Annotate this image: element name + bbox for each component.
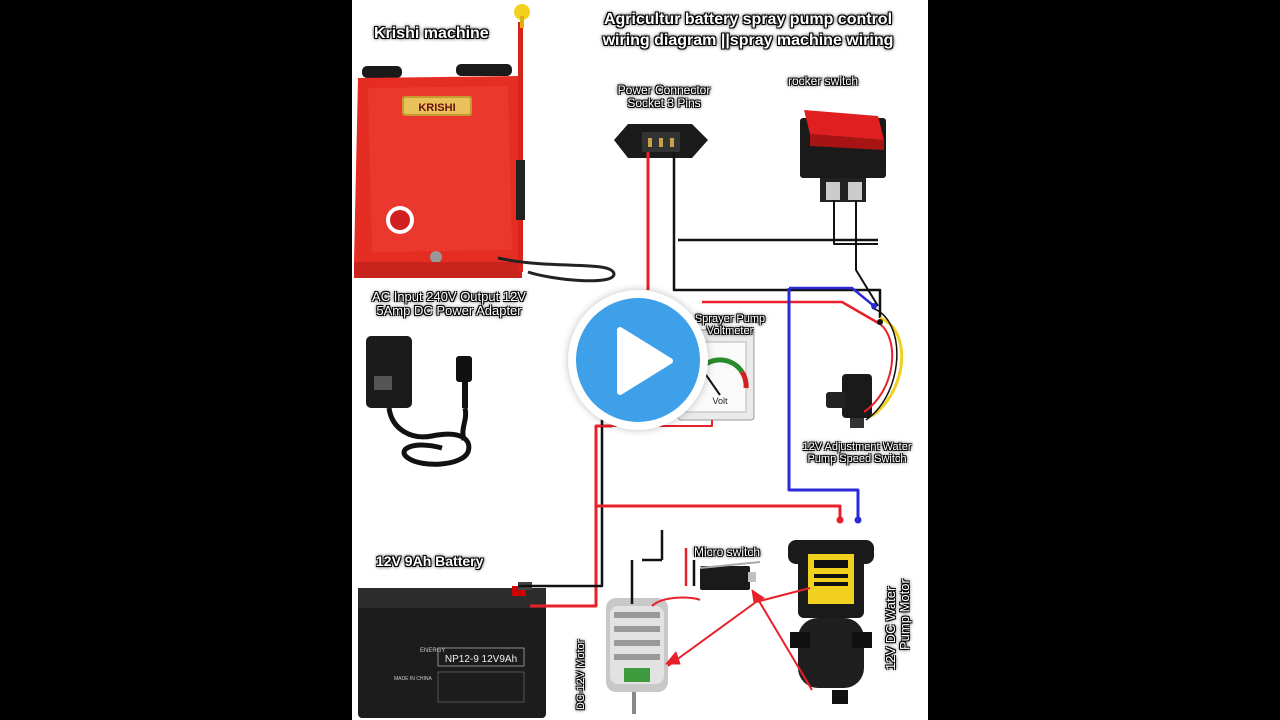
speed-switch-label-line-2: Pump Speed Switch bbox=[807, 452, 907, 465]
title-line-1: Agricultur battery spray pump control bbox=[603, 11, 893, 28]
sprayer-tank: KRISHI bbox=[354, 4, 616, 283]
wiring-svg: KRISHI bbox=[354, 4, 904, 718]
page-title: Agricultur battery spray pump control wi… bbox=[578, 11, 918, 50]
diagram-canvas: KRISHI bbox=[352, 0, 928, 720]
power-socket bbox=[614, 124, 708, 158]
micro-switch-label: Micro switch bbox=[694, 545, 761, 559]
voltmeter-label-line-2: Voltmeter bbox=[706, 324, 754, 337]
speed-switch bbox=[826, 374, 872, 428]
dc-motor-label: DC-12V Motor bbox=[575, 639, 587, 710]
rocker-switch-label: rocker switch bbox=[788, 74, 859, 88]
wires bbox=[518, 152, 904, 691]
adapter-label-line-2: 5Amp DC Power Adapter bbox=[376, 302, 522, 318]
speed-switch-label: 12V Adjustment Water Pump Speed Switch bbox=[792, 441, 922, 465]
voltmeter-face: Volt bbox=[712, 396, 728, 406]
micro-switch bbox=[699, 561, 761, 590]
krishi-brand: KRISHI bbox=[418, 102, 455, 114]
voltmeter-label-line-1: Sprayer Pump bbox=[694, 313, 766, 325]
battery-model: NP12-9 12V9Ah bbox=[445, 654, 517, 665]
video-play-button[interactable] bbox=[568, 290, 708, 430]
power-socket-label: Power Connector Socket 3 Pins bbox=[600, 84, 728, 109]
rocker-switch bbox=[800, 110, 886, 202]
pump-motor-label-line-1: 12V DC Water bbox=[883, 586, 898, 670]
pump-motor bbox=[788, 540, 874, 704]
battery-label: 12V 9Ah Battery bbox=[376, 553, 484, 569]
power-socket-label-line-1: Power Connector bbox=[617, 83, 711, 97]
power-adapter bbox=[366, 336, 472, 467]
adapter-label-line-1: AC Input 240V Output 12V bbox=[372, 289, 526, 304]
dc-motor bbox=[606, 598, 668, 714]
battery: ENERGY NP12-9 12V9Ah MADE IN CHINA bbox=[358, 582, 546, 718]
krishi-machine-label: Krishi machine bbox=[374, 25, 489, 42]
battery-made-in: MADE IN CHINA bbox=[394, 676, 432, 682]
play-icon bbox=[617, 327, 673, 395]
voltmeter-label: Sprayer Pump Voltmeter bbox=[690, 313, 770, 337]
pump-motor-label-line-2: Pump Motor bbox=[896, 579, 912, 650]
pump-motor-label: 12V DC Water Pump Motor bbox=[883, 579, 912, 670]
adapter-label: AC Input 240V Output 12V 5Amp DC Power A… bbox=[356, 290, 542, 317]
power-socket-label-line-2: Socket 3 Pins bbox=[627, 95, 701, 110]
title-line-2: wiring diagram ||spray machine wiring bbox=[602, 31, 894, 49]
speed-switch-label-line-1: 12V Adjustment Water bbox=[802, 441, 912, 453]
battery-brand: ENERGY bbox=[420, 648, 445, 654]
